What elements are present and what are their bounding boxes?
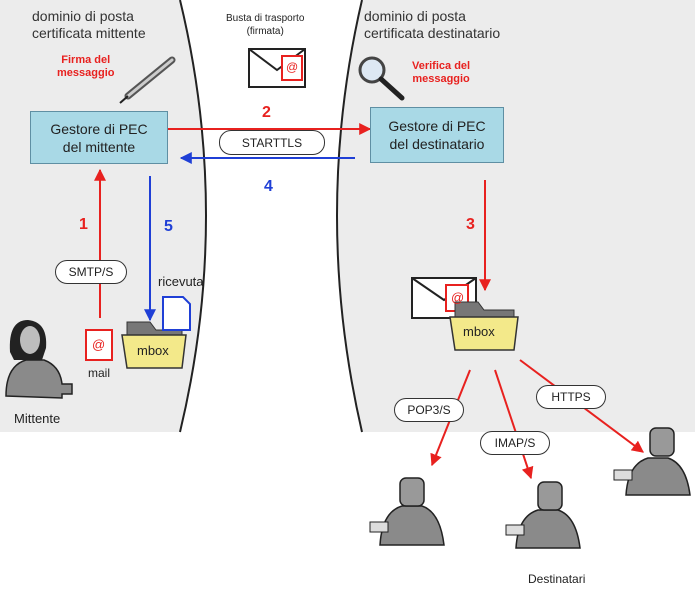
transport-envelope-icon bbox=[248, 48, 306, 88]
step-5-label: 5 bbox=[164, 218, 173, 235]
recipient-domain-title: dominio di posta certificata destinatari… bbox=[364, 8, 501, 41]
sender-person-icon bbox=[5, 320, 73, 399]
recipient-person-icon bbox=[369, 477, 445, 546]
transport-at-sign: @ bbox=[286, 60, 299, 74]
sender-mbox-folder bbox=[121, 321, 187, 369]
mail-label: mail bbox=[88, 366, 111, 380]
mail-at-sign: @ bbox=[92, 337, 106, 352]
pop3-label: POP3/S bbox=[394, 398, 464, 422]
recipient-mbox-label: mbox bbox=[463, 324, 495, 339]
starttls-label: STARTTLS bbox=[219, 130, 325, 155]
step-4-label: 4 bbox=[264, 178, 273, 195]
receipt-document-icon bbox=[162, 296, 191, 331]
sender-boundary-line bbox=[179, 0, 207, 433]
pen-icon bbox=[119, 56, 176, 104]
recipient-at-sign: @ bbox=[451, 290, 465, 305]
sender-pec-server: Gestore di PEC del mittente bbox=[30, 111, 168, 164]
step-1-label: 1 bbox=[79, 216, 88, 233]
step-3-label: 3 bbox=[466, 216, 475, 233]
arrow-imap bbox=[494, 369, 534, 480]
sender-person-label: Mittente bbox=[14, 411, 61, 426]
magnifier-icon bbox=[358, 56, 405, 101]
transport-envelope-label: Busta di trasporto (firmata) bbox=[226, 13, 305, 37]
mail-document-icon bbox=[85, 329, 113, 361]
recipient-person-icon bbox=[505, 481, 581, 549]
sender-domain-zone bbox=[0, 0, 206, 432]
smtp-label: SMTP/S bbox=[55, 260, 127, 284]
recipient-mbox-folder bbox=[449, 301, 519, 351]
verification-label: Verifica del messaggio bbox=[412, 60, 471, 85]
signature-label: Firma del messaggio bbox=[57, 54, 115, 79]
recipient-boundary-line bbox=[336, 0, 363, 433]
recipient-domain-zone bbox=[337, 0, 695, 432]
step-2-label: 2 bbox=[262, 104, 271, 121]
sender-mbox-label: mbox bbox=[137, 343, 169, 358]
recipients-label: Destinatari bbox=[528, 572, 586, 586]
recipient-pec-server: Gestore di PEC del destinatario bbox=[370, 107, 504, 163]
recipient-person-icon bbox=[613, 427, 691, 496]
imap-label: IMAP/S bbox=[480, 431, 550, 455]
https-label: HTTPS bbox=[536, 385, 606, 409]
receipt-label: ricevuta bbox=[158, 274, 204, 289]
sender-domain-title: dominio di posta certificata mittente bbox=[32, 8, 146, 41]
